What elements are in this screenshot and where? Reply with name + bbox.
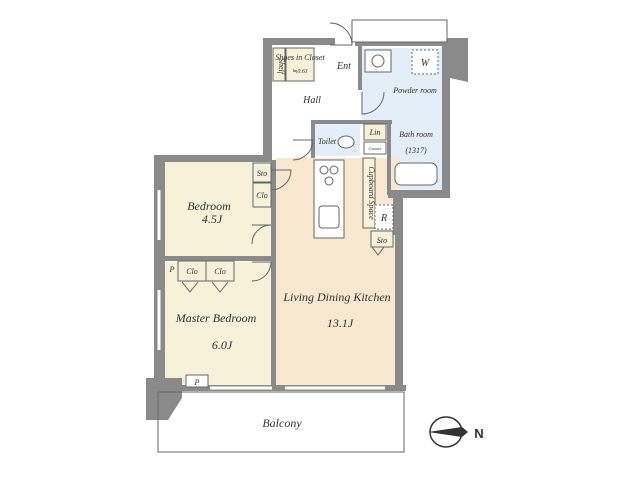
wall-toilet-west: [311, 120, 315, 158]
wall-corner-sw: [146, 378, 182, 420]
door-master: [251, 261, 272, 282]
bedroom-closet-box: [252, 182, 272, 208]
wall-west: [154, 155, 165, 385]
master-bedroom-size: 6.0J: [212, 338, 233, 352]
door-bedroom-closet: [251, 224, 272, 245]
bath-size: (1317): [405, 146, 427, 155]
master-closet-1-label: Clo: [186, 267, 198, 276]
shoes-in-closet-box: [285, 47, 315, 82]
bedroom-storage-label: Sto: [257, 169, 267, 178]
master-bedroom-label: Master Bedroom: [175, 311, 257, 325]
kitchen-sink: [318, 205, 340, 229]
balcony-outline: [157, 391, 405, 453]
bedroom-size: 4.5J: [202, 212, 223, 226]
hall-label: Hall: [302, 95, 321, 106]
toilet-bowl: [337, 135, 355, 149]
wall-ent-north: [263, 38, 335, 45]
master-closet-2-box: [205, 260, 235, 282]
ldk-label: Living Dining Kitchen: [282, 290, 390, 304]
kitchen-storage-box: [370, 230, 394, 248]
sink-basin: [371, 54, 385, 68]
door-sto-kitchen: [371, 246, 385, 256]
master-closet-2-label: Clo: [214, 267, 226, 276]
bedroom-closet-label: Clo: [256, 191, 268, 200]
shelf-box: [272, 47, 286, 82]
door-entrance: [329, 22, 353, 46]
door-powder: [361, 91, 385, 115]
wall-notch-ne: [442, 38, 468, 82]
cupboard-label: Cupboard Space: [367, 166, 376, 220]
counter-box: [363, 141, 387, 155]
balcony-floor: [158, 392, 406, 452]
wall-bedroom-north: [154, 155, 272, 162]
pipe-space-1-label: P: [169, 265, 175, 274]
compass: N: [428, 416, 484, 448]
shelf-label: Shelf: [277, 58, 286, 76]
counter-label: Counter: [368, 146, 382, 151]
washer-label: W: [421, 58, 431, 69]
wall-bed-divider: [165, 256, 272, 261]
wall-toilet-north: [312, 120, 392, 124]
toilet-label: Toilet: [318, 137, 337, 146]
powder-room-label: Powder room: [392, 86, 437, 95]
linen-label: Lin: [369, 128, 381, 137]
ldk-size: 13.1J: [327, 316, 354, 330]
bedroom-label: Bedroom: [187, 199, 231, 213]
balcony-label: Balcony: [262, 416, 302, 430]
window-powder-top: [351, 19, 448, 43]
wall-bath-west: [387, 120, 391, 195]
pipe-space-2-box: [185, 374, 209, 388]
wall-powder-west: [358, 46, 362, 90]
shoes-in-closet-size: ≒0.6J: [292, 69, 308, 75]
shoes-in-closet-label: Shoes in Closet: [275, 53, 325, 62]
washer-box: [411, 49, 439, 75]
wall-stub-ldk: [393, 198, 403, 235]
bedroom-storage-box: [252, 162, 272, 183]
kitchen-storage-label: Sto: [377, 236, 387, 245]
door-bedroom: [270, 169, 292, 191]
sink-powder: [364, 49, 392, 73]
door-closet-leaf-2: [211, 281, 229, 293]
compass-north-letter: N: [474, 426, 483, 441]
refrigerator-label: R: [380, 213, 387, 224]
entrance-label: Ent: [336, 61, 351, 72]
linen-box: [363, 123, 387, 141]
wall-bed-ldk: [271, 160, 276, 386]
door-toilet: [292, 139, 314, 161]
bathtub: [394, 162, 438, 186]
wall-bath-south: [388, 190, 450, 198]
bath-label: Bath room: [399, 130, 433, 139]
stove-burner-3: [324, 176, 334, 186]
wall-hall-west: [263, 38, 272, 160]
wall-powder-north: [355, 40, 450, 46]
wall-east: [395, 235, 403, 385]
refrigerator-box: [374, 204, 394, 230]
wall-balcony-edge: [154, 385, 406, 391]
cupboard-box: [362, 157, 376, 229]
wall-bath-east: [442, 38, 450, 198]
compass-arrow: [428, 427, 468, 437]
stove-burner-2: [329, 165, 339, 175]
pipe-space-2-label: P: [194, 378, 200, 387]
door-closet-leaf-1: [181, 281, 199, 293]
stove-burner-1: [319, 165, 329, 175]
